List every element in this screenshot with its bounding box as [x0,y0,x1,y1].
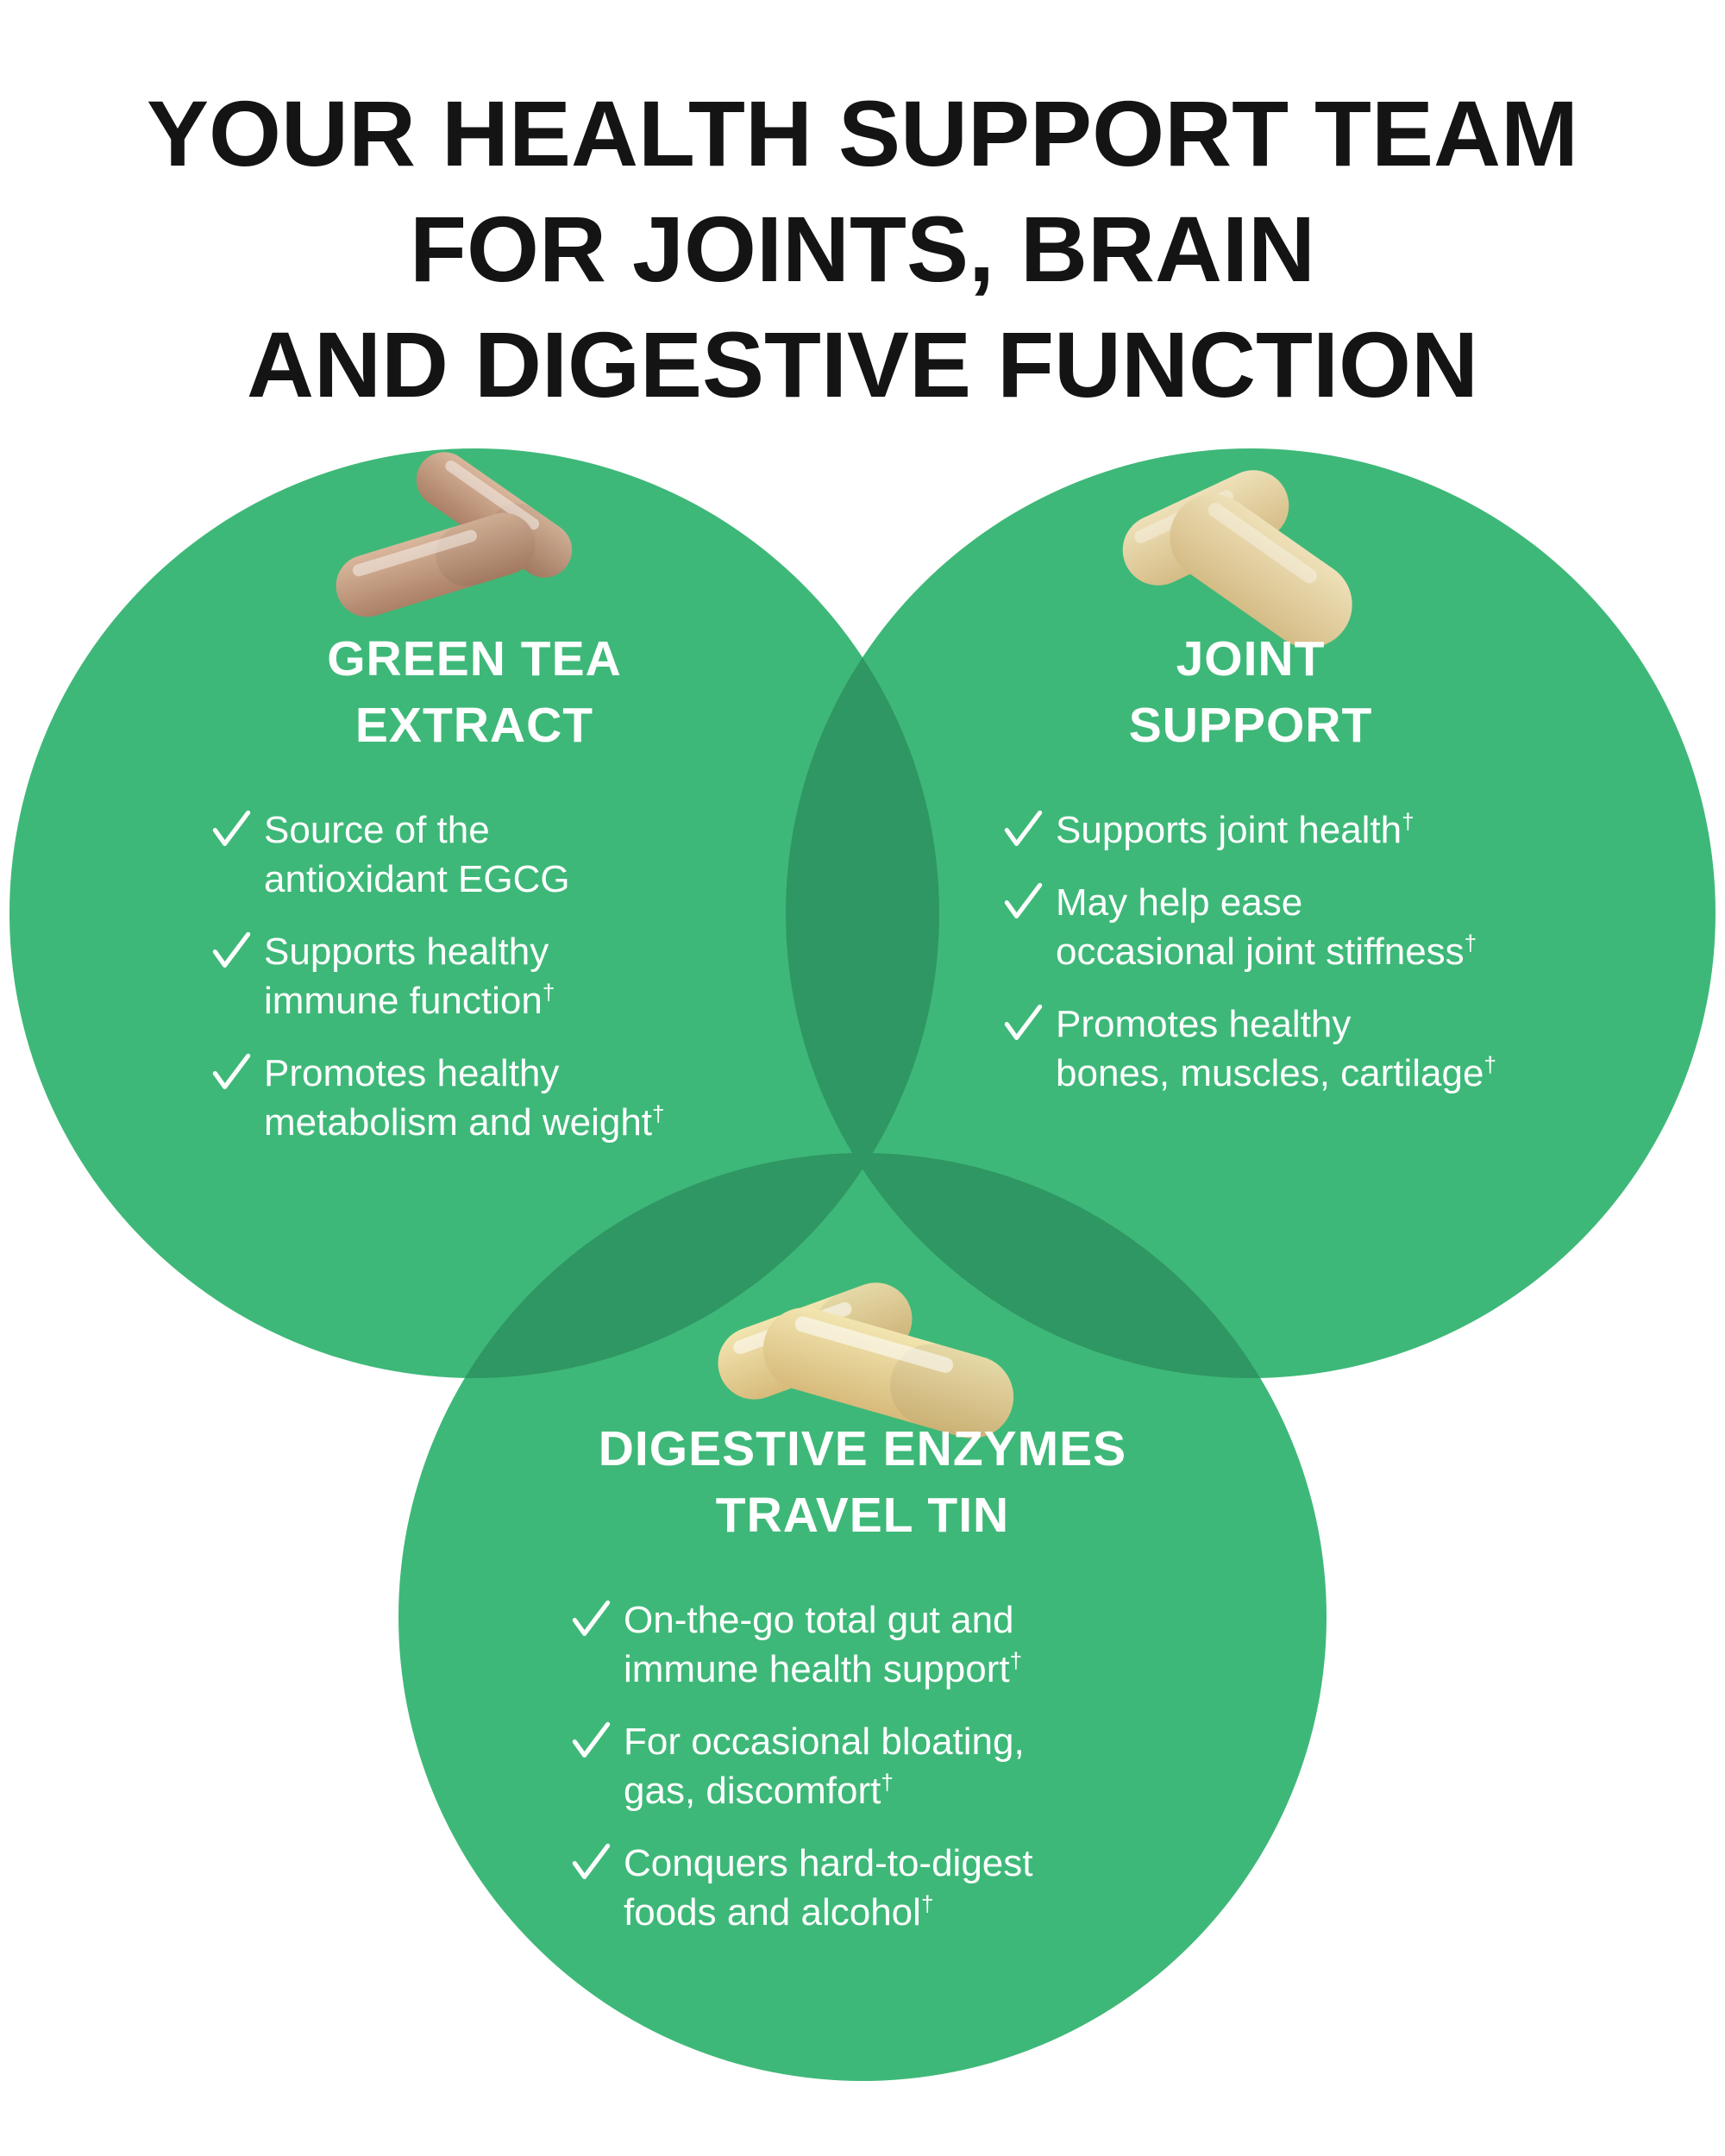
tablet-pills-icon [1122,470,1352,649]
list-item: On-the-go total gut and immune health su… [571,1595,1157,1694]
bullet-list-digestive-enzymes: On-the-go total gut and immune health su… [571,1595,1157,1960]
checkmark-icon [212,1053,251,1089]
bullet-text: For occasional bloating, gas, discomfort [624,1720,1025,1812]
bullet-text: Supports joint health [1056,809,1402,851]
dagger-footnote-mark: † [542,979,555,1006]
bullet-text: Source of the antioxidant EGCG [264,809,570,900]
venn-circle-digestive [398,1153,1327,2081]
circle-heading-digestive-enzymes: DIGESTIVE ENZYMES TRAVEL TIN [598,1421,1127,1543]
checkmark-icon [1004,882,1043,918]
checkmark-icon [212,931,251,968]
dagger-footnote-mark: † [1009,1647,1023,1674]
list-item: Conquers hard-to-digest foods and alcoho… [571,1839,1157,1937]
bullet-list-green-tea-extract: Source of the antioxidant EGCG Supports … [211,805,781,1170]
circle-heading-green-tea-extract: GREEN TEA EXTRACT [327,631,622,753]
checkmark-icon [572,1721,611,1758]
dagger-footnote-mark: † [652,1100,665,1127]
checkmark-icon [212,810,251,846]
capsule-pills-icon [336,452,573,617]
checkmark-icon [572,1843,611,1879]
list-item: Promotes healthy metabolism and weight† [211,1049,781,1147]
list-item: Supports joint health† [1003,805,1607,855]
circle-heading-joint-support: JOINT SUPPORT [1128,631,1373,753]
checkmark-icon [1004,810,1043,846]
dagger-footnote-mark: † [920,1890,934,1917]
venn-circle-green-tea [9,448,939,1378]
venn-circle-joint-support [786,448,1716,1378]
checkmark-icon [1004,1004,1043,1040]
list-item: Source of the antioxidant EGCG [211,805,781,904]
list-item: For occasional bloating, gas, discomfort… [571,1717,1157,1815]
bullet-text: Conquers hard-to-digest foods and alcoho… [624,1842,1033,1934]
list-item: May help ease occasional joint stiffness… [1003,878,1607,976]
capsule-pills-icon [718,1282,1014,1438]
dagger-footnote-mark: † [1484,1051,1496,1078]
bullet-text: May help ease occasional joint stiffness [1056,881,1465,973]
dagger-footnote-mark: † [881,1769,894,1796]
bullet-text: Supports healthy immune function [264,931,549,1022]
page-title: YOUR HEALTH SUPPORT TEAM FOR JOINTS, BRA… [146,81,1579,417]
bullet-list-joint-support: Supports joint health† May help ease occ… [1003,805,1607,1121]
list-item: Promotes healthy bones, muscles, cartila… [1003,1000,1607,1098]
checkmark-icon [572,1600,611,1636]
bullet-text: On-the-go total gut and immune health su… [624,1599,1014,1690]
list-item: Supports healthy immune function† [211,927,781,1025]
bullet-text: Promotes healthy bones, muscles, cartila… [1056,1003,1484,1094]
bullet-text: Promotes healthy metabolism and weight [264,1052,653,1144]
dagger-footnote-mark: † [1402,808,1414,835]
dagger-footnote-mark: † [1464,930,1477,956]
